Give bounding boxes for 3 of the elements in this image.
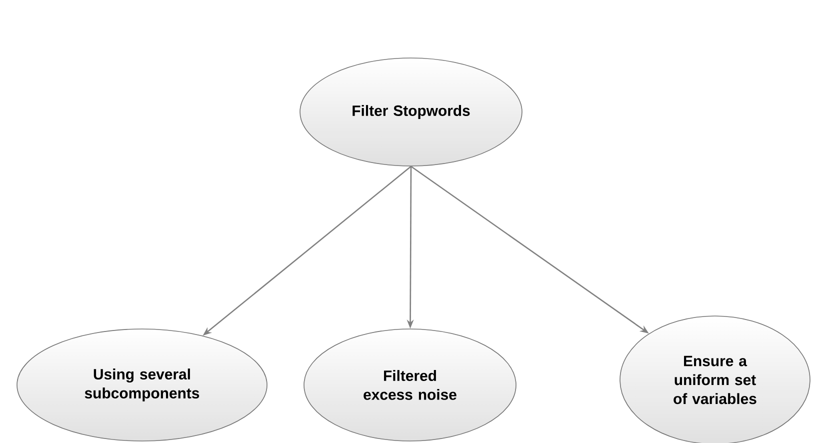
ellipse-node: Filter Stopwords [300,58,522,166]
ellipse-node: Using several subcomponents [16,328,268,442]
ellipse-node: Filtered excess noise [304,328,516,442]
